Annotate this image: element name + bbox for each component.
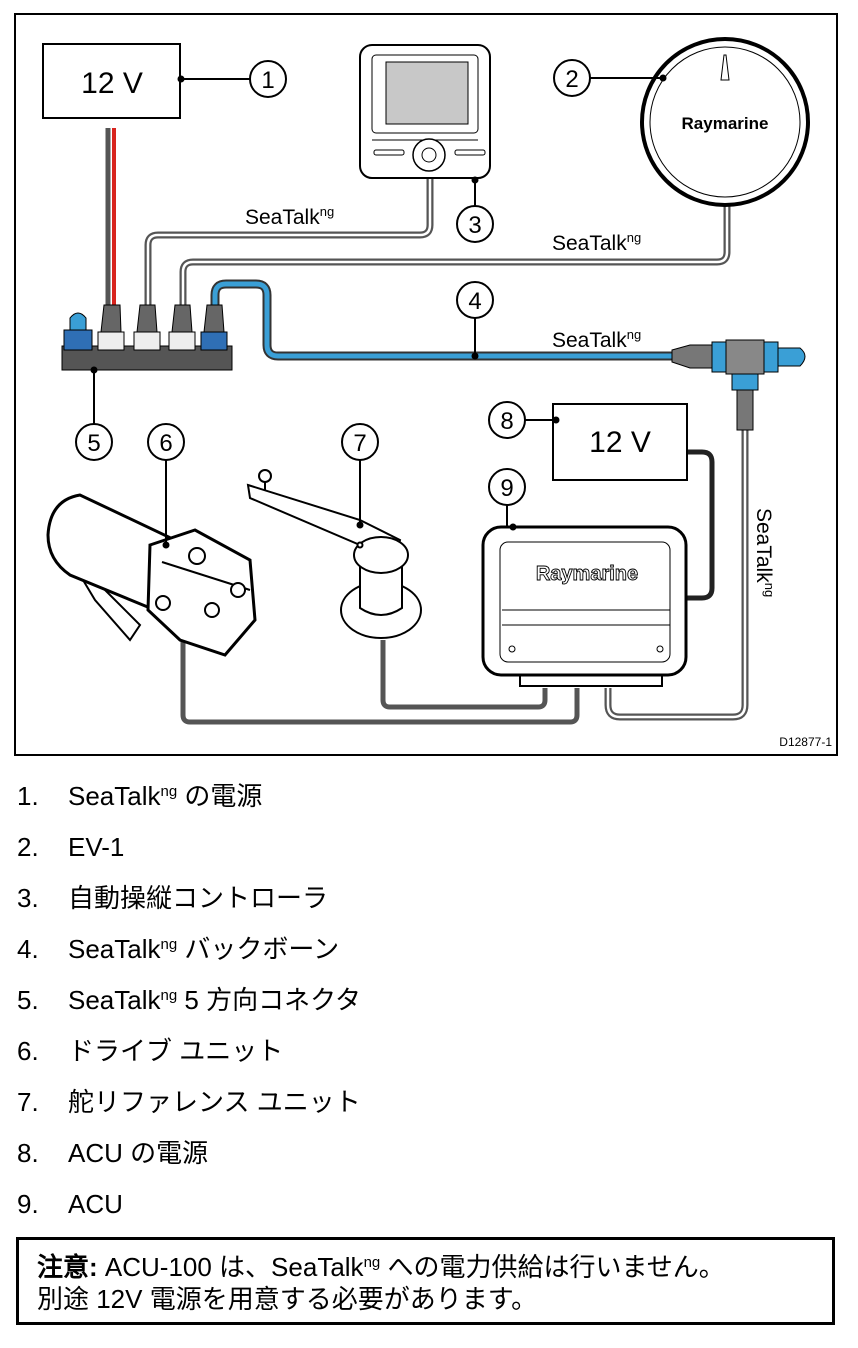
power-supply-2 xyxy=(552,403,688,481)
cable-label-acu: SeaTalkng xyxy=(752,508,777,597)
power-supply-1 xyxy=(42,43,181,119)
svg-text:1: 1 xyxy=(261,67,274,94)
callout-9: 9 xyxy=(488,468,526,506)
note-box: 注意: ACU-100 は、SeaTalkng への電力供給は行いません。 別途… xyxy=(16,1237,835,1325)
svg-text:9: 9 xyxy=(500,475,513,502)
acu-brand: Raymarine xyxy=(536,563,638,585)
callout-4: 4 xyxy=(456,281,494,319)
callout-1: 1 xyxy=(249,60,287,98)
power-supply-1-label: 12 V xyxy=(81,67,143,100)
acu-unit: Raymarine xyxy=(481,525,688,687)
ev1-brand: Raymarine xyxy=(682,114,769,133)
svg-text:8: 8 xyxy=(500,408,513,435)
svg-text:2: 2 xyxy=(565,66,578,93)
svg-text:3: 3 xyxy=(468,212,481,239)
five-way-connector xyxy=(61,304,233,371)
cable-label-ev1: SeaTalkng xyxy=(552,230,641,255)
power-supply-2-label: 12 V xyxy=(589,426,651,459)
t-piece-connector xyxy=(671,339,806,431)
connection-diagram: 12 V Raymarine xyxy=(14,13,838,756)
drive-unit xyxy=(46,493,257,657)
callout-5: 5 xyxy=(75,423,113,461)
svg-text:5: 5 xyxy=(87,430,100,457)
note-label: 注意: xyxy=(37,1252,98,1282)
figure-id: D12877-1 xyxy=(779,735,832,749)
callout-8: 8 xyxy=(488,401,526,439)
cable-label-backbone: SeaTalkng xyxy=(552,327,641,352)
note-line2: 別途 12V 電源を用意する必要があります。 xyxy=(37,1284,538,1314)
callout-7: 7 xyxy=(341,423,379,461)
callout-6: 6 xyxy=(147,423,185,461)
callout-leaders xyxy=(93,77,663,545)
autopilot-controller xyxy=(359,44,491,179)
callout-3: 3 xyxy=(456,205,494,243)
callout-2: 2 xyxy=(553,59,591,97)
svg-text:6: 6 xyxy=(159,430,172,457)
svg-text:7: 7 xyxy=(353,430,366,457)
cable-label-controller: SeaTalkng xyxy=(245,204,334,229)
rudder-reference-unit xyxy=(246,469,422,639)
svg-text:4: 4 xyxy=(468,288,481,315)
seatalk-cables xyxy=(144,178,749,725)
ev1-sensor: Raymarine xyxy=(640,37,810,207)
